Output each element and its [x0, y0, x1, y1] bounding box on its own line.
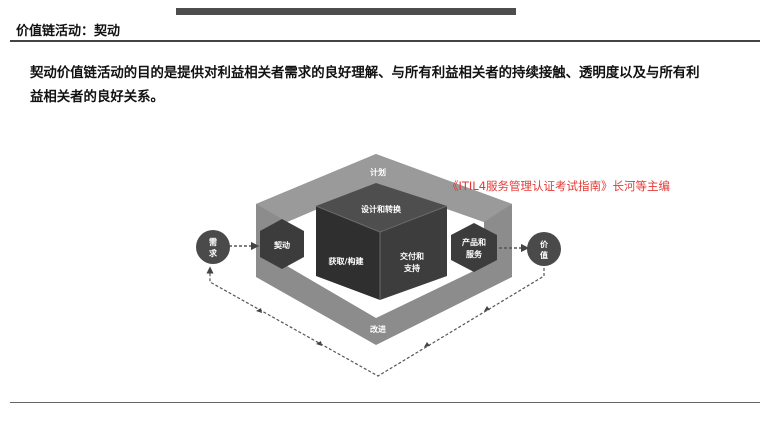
page-title: 价值链活动：契动 [16, 24, 121, 39]
cube-left-face [316, 206, 380, 300]
feedback-arrow [316, 341, 322, 346]
footer-divider [10, 402, 760, 403]
description-line-2: 益相关者的良好关系。 [30, 90, 164, 105]
feedback-arrow [424, 342, 430, 347]
deliver-support-label-1: 交付和 [400, 251, 424, 261]
improve-label: 改进 [370, 324, 386, 334]
cube-edge [379, 205, 448, 233]
source-note: 《ITIL4服务管理认证考试指南》长河等主编 [447, 179, 670, 193]
plan-label: 计划 [370, 167, 386, 177]
deliver-support-label-2: 支持 [403, 263, 420, 273]
demand-label-1: 需 [209, 237, 217, 247]
cube-right-face [380, 206, 447, 300]
value-label-1: 价 [540, 240, 549, 249]
description-line-1: 契动价值链活动的目的是提供对利益相关者需求的良好理解、与所有利益相关者的持续接触… [30, 66, 700, 81]
products-services-label-2: 服务 [466, 249, 483, 259]
products-services-label-1: 产品和 [462, 237, 486, 247]
cube-top-face [316, 183, 447, 232]
top-decor-bar [176, 8, 516, 15]
engage-hexagon [260, 219, 304, 269]
obtain-build-label: 获取/构建 [328, 256, 365, 266]
cube-edge [315, 205, 381, 233]
engage-label: 契动 [273, 240, 290, 250]
demand-circle [196, 230, 230, 264]
products-services-hexagon [451, 223, 497, 272]
design-transition-label: 设计和转换 [361, 204, 402, 214]
header-divider [10, 40, 760, 42]
feedback-loop-path [206, 266, 545, 377]
feedback-arrow [256, 308, 262, 313]
description: 契动价值链活动的目的是提供对利益相关者需求的良好理解、与所有利益相关者的持续接触… [30, 62, 750, 110]
value-label-2: 值 [540, 250, 548, 260]
feedback-arrow [484, 306, 490, 311]
demand-label-2: 求 [209, 248, 218, 258]
value-circle [527, 232, 561, 266]
